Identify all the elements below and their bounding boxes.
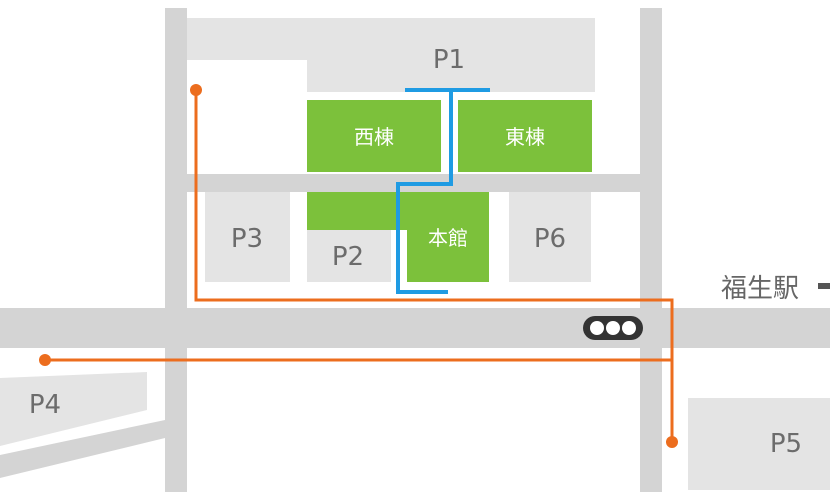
building-label-east: 東棟 <box>505 125 545 149</box>
parking-label-p3: P3 <box>231 224 263 254</box>
building-label-main: 本館 <box>428 226 468 250</box>
walking-route-blue-path <box>396 90 453 294</box>
parking-label-p4: P4 <box>29 390 61 420</box>
car-route-to-p1 <box>194 90 674 442</box>
route-dot-icon <box>39 354 51 366</box>
parking-lot-p5[interactable] <box>688 398 830 490</box>
road-vertical-right <box>640 8 662 492</box>
road-vertical-left <box>165 8 187 492</box>
building-main[interactable] <box>407 192 489 282</box>
road-diagonal <box>0 420 165 478</box>
parking-label-p5: P5 <box>770 429 802 459</box>
route-dot-icon <box>190 84 202 96</box>
traffic-light-icon <box>583 316 643 340</box>
parking-label-p1: P1 <box>433 45 465 75</box>
building-main-annex <box>307 192 407 230</box>
parking-lot-p1[interactable] <box>187 18 595 92</box>
building-west[interactable] <box>307 100 441 172</box>
building-east[interactable] <box>458 100 592 172</box>
building-label-west: 西棟 <box>354 125 394 149</box>
parking-lot-p4[interactable] <box>0 372 147 446</box>
station-arrow-icon <box>818 283 830 289</box>
parking-label-p6: P6 <box>534 224 566 254</box>
parking-label-p2: P2 <box>332 242 364 272</box>
station-label: 福生駅 <box>721 274 799 304</box>
road-main-horizontal <box>0 308 830 348</box>
parking-lot-p6[interactable] <box>509 192 591 282</box>
parking-lot-p3[interactable] <box>205 192 290 282</box>
route-dot-icon <box>666 436 678 448</box>
parking-lot-p2[interactable] <box>307 230 391 282</box>
